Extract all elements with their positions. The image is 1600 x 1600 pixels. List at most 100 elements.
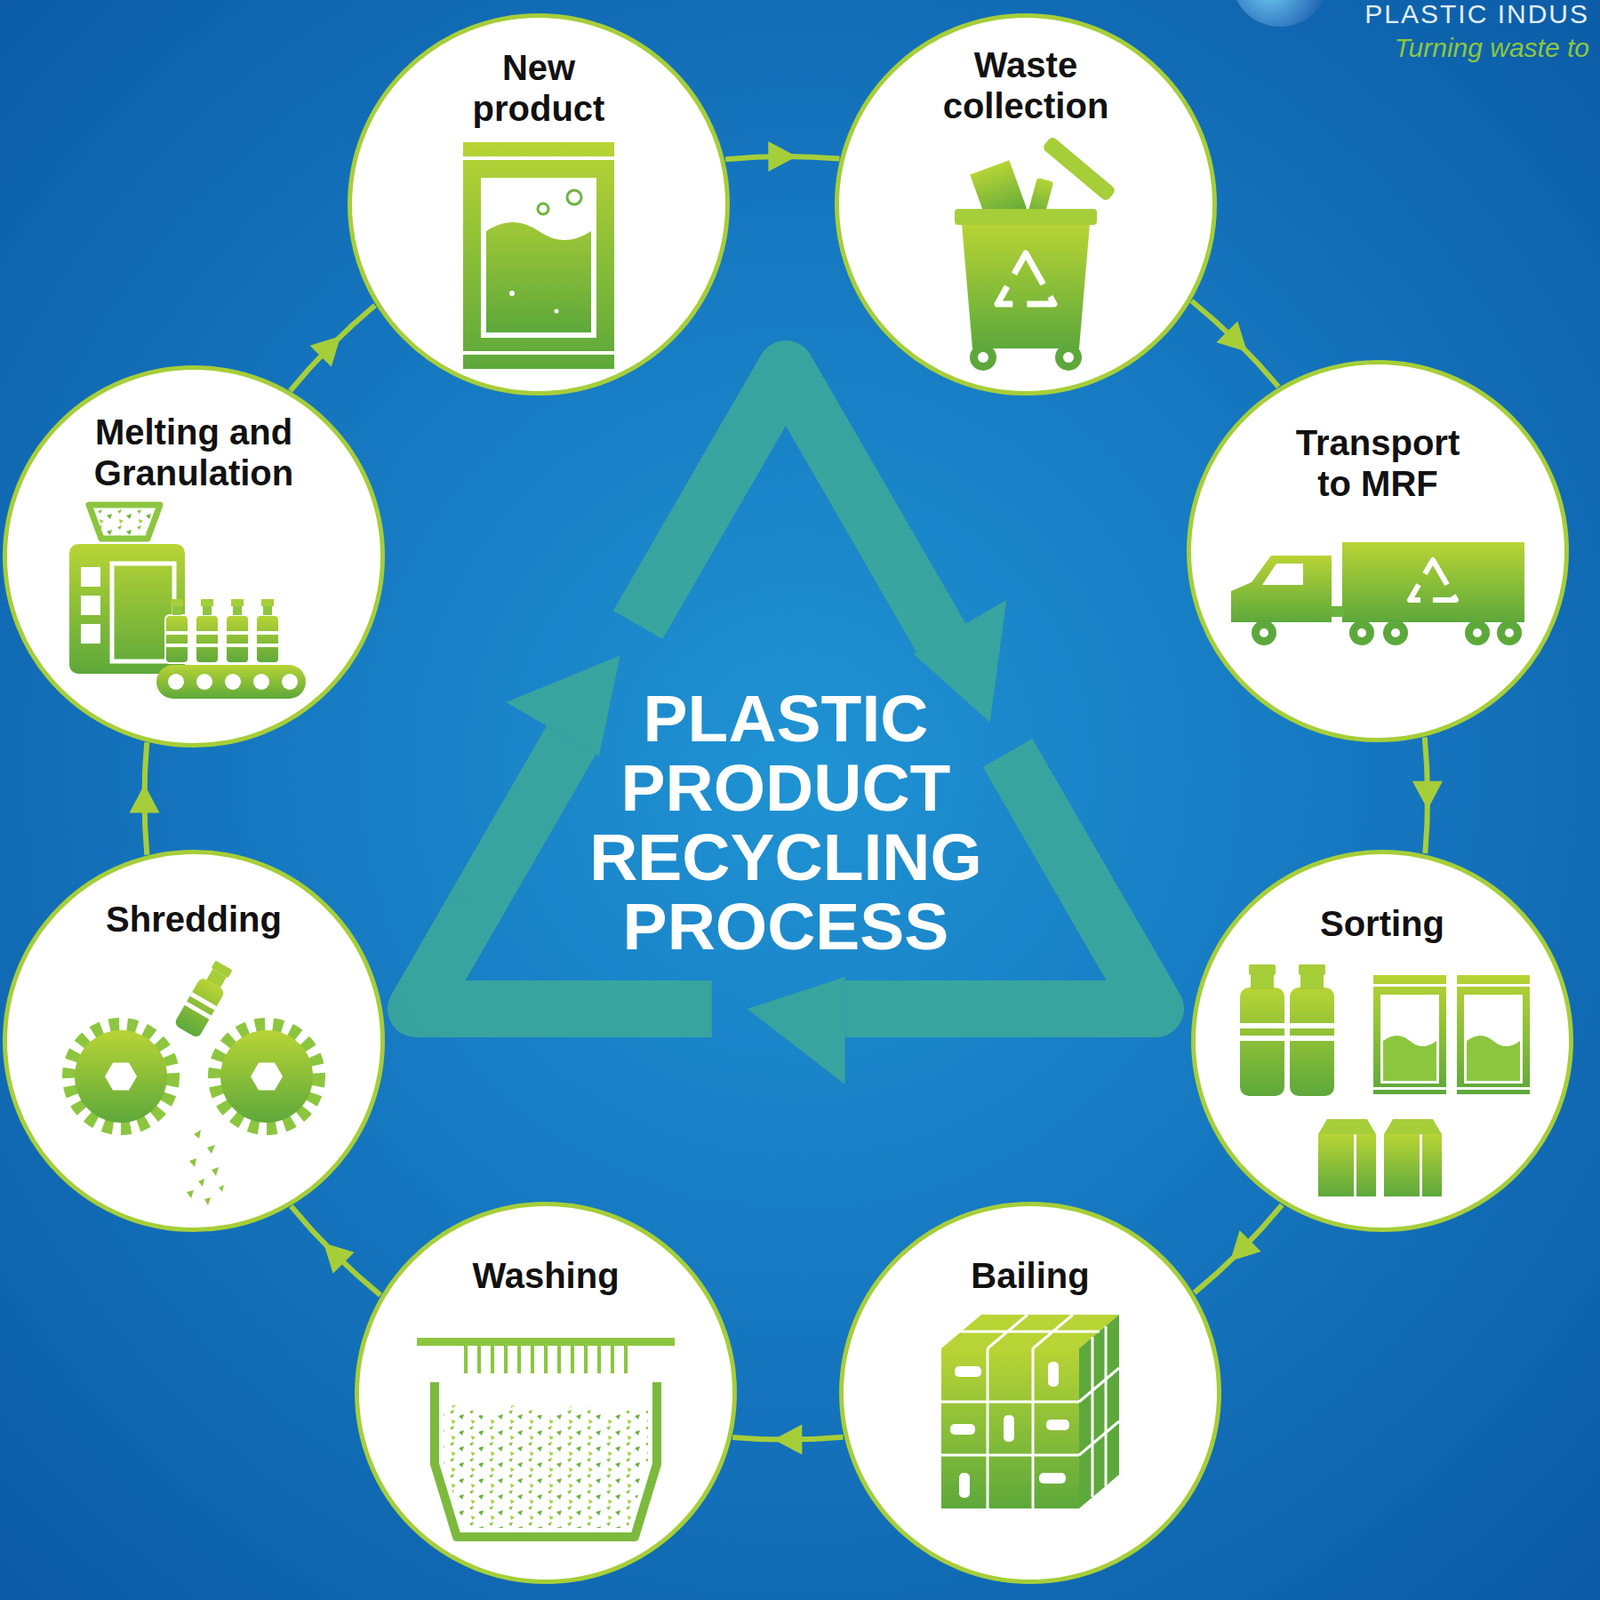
sorting-icon xyxy=(1300,975,1324,990)
flow-arrow xyxy=(732,1424,843,1455)
arrowhead xyxy=(768,141,797,172)
extruder-icon xyxy=(200,599,214,607)
extruder-icon xyxy=(80,595,101,616)
extruder-icon xyxy=(196,673,213,690)
extruder-icon xyxy=(156,664,306,699)
circle-ground xyxy=(4,15,1572,1583)
flow-arrow xyxy=(1194,1205,1283,1294)
circle-ground xyxy=(356,1203,736,1583)
bale-icon xyxy=(1003,1415,1015,1442)
sorting-icon xyxy=(1456,1087,1530,1090)
extruder-icon xyxy=(88,504,160,539)
arrowhead xyxy=(1412,781,1443,810)
sorting-icon xyxy=(1289,1023,1335,1029)
bale-icon xyxy=(960,1314,1100,1349)
circle-ground xyxy=(4,367,384,746)
shredder-icon xyxy=(186,1129,224,1206)
shredder-icon xyxy=(211,1167,219,1176)
shredder-icon xyxy=(250,1062,283,1090)
extruder-icon xyxy=(281,673,298,690)
process-circle: Sorting xyxy=(1191,849,1574,1232)
shredder-icon xyxy=(215,1024,319,1128)
bale-icon xyxy=(954,1366,982,1377)
pouch-icon xyxy=(463,156,615,160)
truck-icon xyxy=(1251,620,1277,646)
extruder-icon xyxy=(69,504,306,699)
sorting-icon xyxy=(1466,1035,1520,1081)
pouch-icon xyxy=(486,183,592,240)
label-stack: Waste collection xyxy=(839,44,1213,127)
pouch-icon xyxy=(463,351,615,355)
arrowhead xyxy=(323,1242,355,1274)
pouch-icon xyxy=(486,183,592,333)
step-label: Transport to MRF xyxy=(1280,422,1476,504)
extruder-icon xyxy=(165,631,189,635)
pouch-icon xyxy=(509,290,515,296)
flow-arrow xyxy=(725,141,840,172)
truck-icon xyxy=(1357,628,1367,638)
truck-icon xyxy=(1391,628,1400,638)
truck-icon xyxy=(1383,620,1408,646)
truck-icon xyxy=(1464,620,1490,646)
extruder-icon xyxy=(224,673,241,690)
step-label: Washing xyxy=(412,1255,680,1296)
shredder-icon xyxy=(204,1197,211,1206)
washing-icon xyxy=(443,1404,648,1528)
washing-icon xyxy=(416,1337,675,1346)
sorting-icon xyxy=(1384,1134,1442,1197)
truck-icon xyxy=(1231,555,1332,623)
label-stack: Washing xyxy=(359,1255,733,1296)
process-circle: Bailing xyxy=(839,1201,1222,1584)
process-circle: Shredding xyxy=(2,849,385,1232)
extruder-icon xyxy=(256,631,280,635)
extruder-icon xyxy=(232,606,242,616)
extruder-icon xyxy=(165,615,189,664)
extruder-icon xyxy=(256,643,280,648)
circle-ground xyxy=(349,15,728,394)
extruder-icon xyxy=(261,599,274,607)
shredder-icon xyxy=(207,1144,216,1154)
extruder-icon xyxy=(80,567,101,587)
arrowhead xyxy=(1216,320,1248,352)
truck-icon xyxy=(1409,560,1456,600)
shredder-icon xyxy=(173,958,237,1039)
pouch-icon xyxy=(463,142,615,369)
bin-icon xyxy=(1055,344,1082,371)
label-stack: Shredding xyxy=(7,898,381,940)
circle-ground xyxy=(1192,851,1572,1231)
shredder-icon xyxy=(186,1190,194,1199)
truck-icon xyxy=(1331,606,1344,617)
connector-line xyxy=(1192,300,1280,387)
recycle-symbol xyxy=(638,368,942,638)
bale-icon xyxy=(941,1314,1120,1509)
process-circle: Washing xyxy=(354,1201,737,1584)
brand-label: Turning waste to xyxy=(1393,32,1590,64)
arrowhead xyxy=(310,336,342,368)
sorting-icon xyxy=(1384,1119,1442,1135)
shredder-icon xyxy=(210,960,232,978)
truck-icon xyxy=(1342,542,1525,623)
extruder-icon xyxy=(225,615,249,664)
flow-arrow xyxy=(129,742,160,856)
bale-icon xyxy=(1079,1326,1120,1497)
flow-arrow xyxy=(1192,300,1280,387)
sorting-icon xyxy=(1353,1134,1357,1197)
sorting-icon xyxy=(1456,984,1530,987)
bale-icon xyxy=(1039,1472,1066,1484)
recycle-symbol xyxy=(416,368,1156,1009)
truck-icon xyxy=(1262,563,1304,585)
extruder-icon xyxy=(165,643,189,648)
brand-label: PLASTIC INDUS xyxy=(1364,0,1590,31)
diagram-title: PLASTIC PRODUCT RECYCLING PROCESS xyxy=(576,683,995,961)
bale-icon xyxy=(941,1348,1080,1509)
extruder-icon xyxy=(80,624,101,644)
extruder-icon xyxy=(263,606,272,616)
bin-icon xyxy=(954,136,1117,371)
bin-icon xyxy=(1041,136,1117,203)
sorting-icon xyxy=(1373,984,1447,987)
sorting-icon xyxy=(1383,1035,1437,1081)
extruder-icon xyxy=(195,615,219,664)
label-stack: Transport to MRF xyxy=(1191,422,1565,504)
